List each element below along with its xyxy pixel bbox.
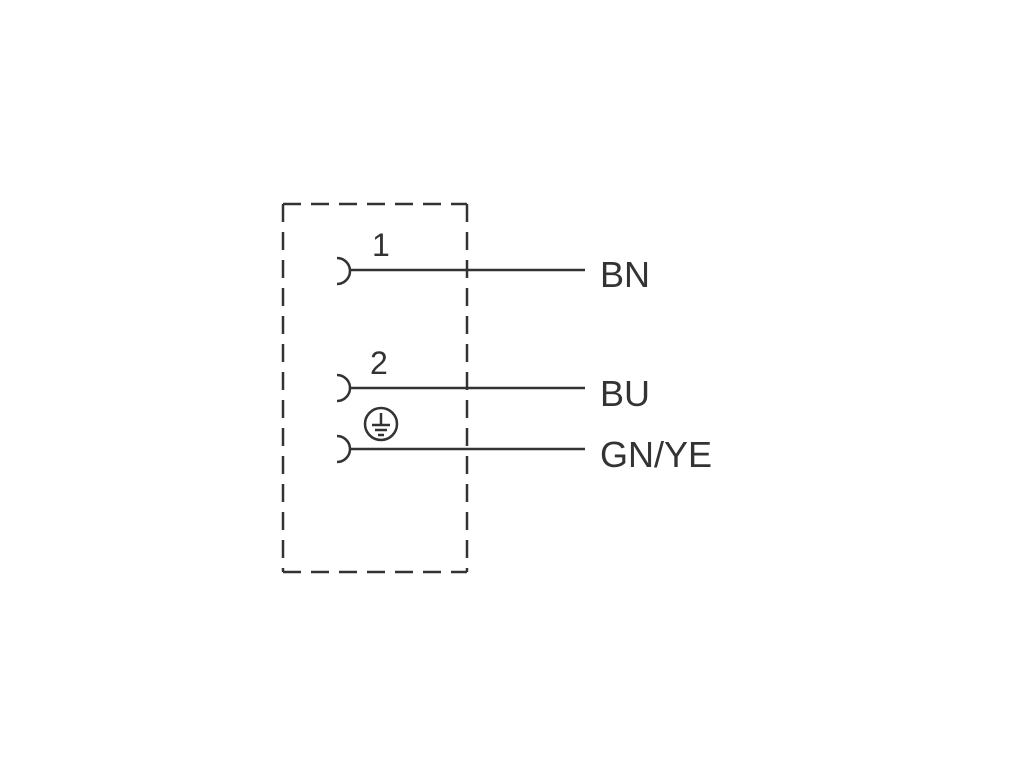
pin-protective-earth: GN/YE xyxy=(336,406,712,475)
pin-2: 2 BU xyxy=(336,345,650,414)
wire-color-label: GN/YE xyxy=(600,434,712,475)
protective-earth-icon xyxy=(363,406,399,442)
socket-contact-icon xyxy=(336,373,352,403)
pin-number: 2 xyxy=(370,345,388,381)
pin-number: 1 xyxy=(372,227,390,263)
pin-1: 1 BN xyxy=(336,227,650,295)
socket-contact-icon xyxy=(336,434,352,464)
wire-color-label: BN xyxy=(600,254,650,295)
wire-color-label: BU xyxy=(600,373,650,414)
socket-contact-icon xyxy=(336,256,352,286)
